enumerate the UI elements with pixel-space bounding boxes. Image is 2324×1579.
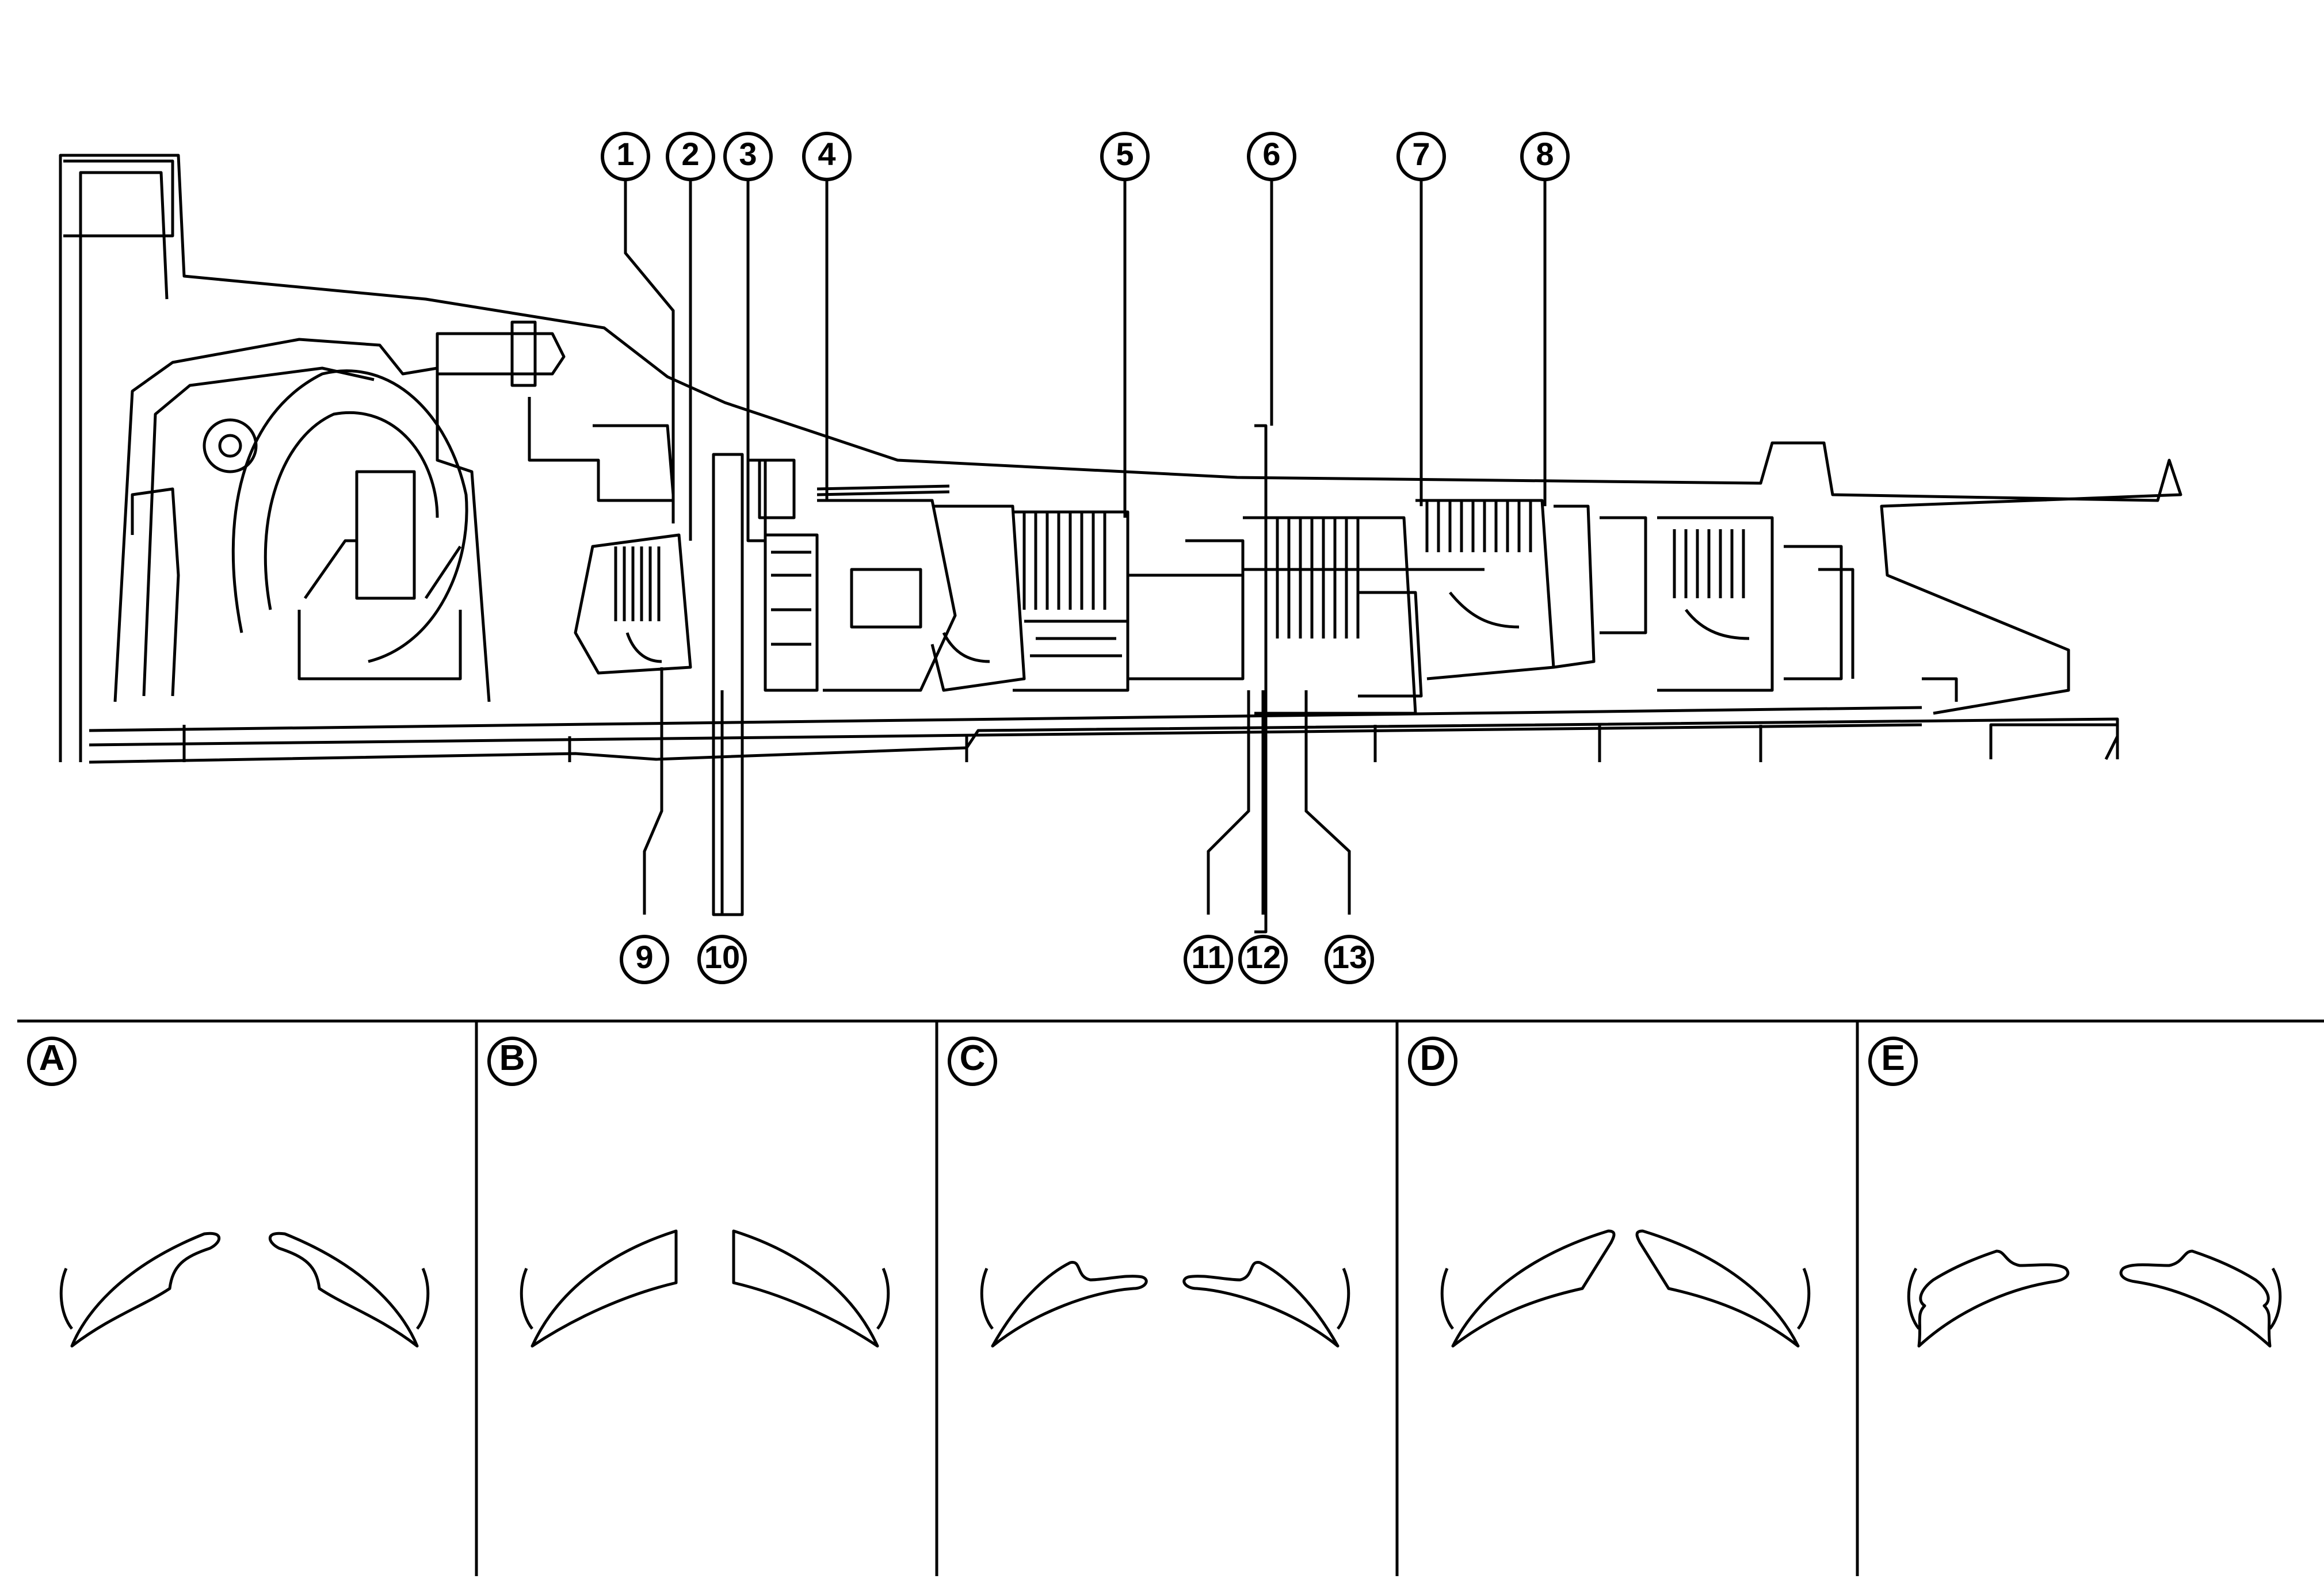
panel-c-shapes (980, 1261, 1350, 1348)
panel-label-b: B (487, 1037, 537, 1086)
callout-1-circle (601, 132, 650, 181)
callout-6-text: 6 (1262, 136, 1280, 172)
callout-11-text: 11 (1191, 939, 1225, 975)
top-callout-group: 1 2 3 4 5 6 7 8 (601, 132, 1570, 181)
panel-b-shapes (520, 1229, 890, 1348)
callout-13: 13 (1325, 935, 1374, 984)
callout-4-text: 4 (818, 136, 835, 172)
callout-6: 6 (1247, 132, 1296, 181)
panel-label-e-text: E (1881, 1038, 1905, 1078)
callout-7-text: 7 (1412, 136, 1430, 172)
callout-12: 12 (1238, 935, 1288, 984)
callout-10: 10 (697, 935, 747, 984)
callout-1: 1 (601, 132, 650, 181)
panel-label-e: E (1868, 1037, 1918, 1086)
callout-9-text: 9 (635, 939, 653, 975)
panel-label-b-circle (487, 1037, 537, 1086)
panel-e-shapes (1907, 1249, 2282, 1348)
callout-2-text: 2 (681, 136, 699, 172)
callout-8: 8 (1520, 132, 1570, 181)
callout-11: 11 (1184, 935, 1233, 984)
panel-labels: A B C D E (27, 1037, 1918, 1086)
callout-9-circle (620, 935, 669, 984)
panel-label-c-circle (948, 1037, 997, 1086)
panel-d-shapes (1440, 1229, 1811, 1348)
panel-label-a-circle (27, 1037, 77, 1086)
callout-leader-lines (624, 178, 1547, 915)
callout-7-circle (1396, 132, 1446, 181)
callout-3: 3 (723, 132, 773, 181)
callout-11-circle (1184, 935, 1233, 984)
panel-label-c: C (948, 1037, 997, 1086)
callout-5-text: 5 (1116, 136, 1134, 172)
transmission-housing-drawing (59, 154, 2182, 934)
callout-10-circle (697, 935, 747, 984)
callout-4: 4 (802, 132, 852, 181)
panel-label-d: D (1408, 1037, 1457, 1086)
panel-label-d-circle (1408, 1037, 1457, 1086)
callout-2: 2 (666, 132, 715, 181)
callout-9: 9 (620, 935, 669, 984)
panel-label-b-text: B (499, 1038, 525, 1078)
callout-1-text: 1 (616, 136, 634, 172)
callout-3-circle (723, 132, 773, 181)
callout-13-text: 13 (1331, 939, 1367, 975)
callout-6-circle (1247, 132, 1296, 181)
callout-3-text: 3 (739, 136, 757, 172)
callout-8-circle (1520, 132, 1570, 181)
callout-5: 5 (1100, 132, 1150, 181)
panel-frame (17, 1019, 2324, 1576)
callout-5-circle (1100, 132, 1150, 181)
callout-2-circle (666, 132, 715, 181)
panel-label-d-text: D (1420, 1038, 1446, 1078)
callout-10-text: 10 (704, 939, 740, 975)
shape-variant-panels (59, 1229, 2282, 1348)
callout-12-circle (1238, 935, 1288, 984)
panel-label-e-circle (1868, 1037, 1918, 1086)
callout-7: 7 (1396, 132, 1446, 181)
callout-13-circle (1325, 935, 1374, 984)
bottom-callout-group: 9 10 11 12 13 (620, 935, 1374, 984)
callout-12-text: 12 (1245, 939, 1281, 975)
panel-a-shapes (59, 1232, 430, 1348)
panel-label-a-text: A (39, 1038, 65, 1078)
callout-4-circle (802, 132, 852, 181)
panel-label-a: A (27, 1037, 77, 1086)
panel-label-c-text: C (960, 1038, 986, 1078)
callout-8-text: 8 (1536, 136, 1554, 172)
